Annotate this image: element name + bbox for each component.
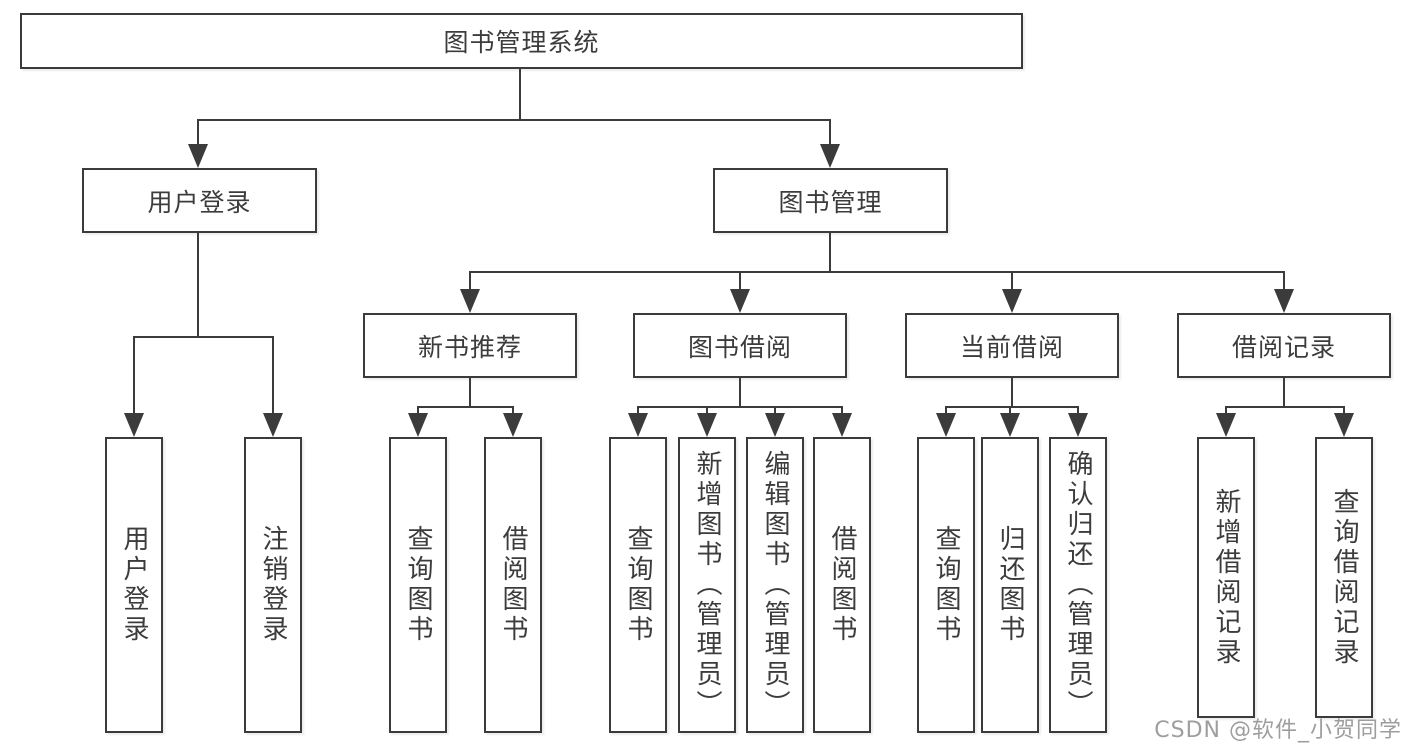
arrow-down-icon (1274, 289, 1294, 313)
leaf-borrow-book: 借阅图书 (813, 437, 871, 733)
connector-userlogin-vline (197, 233, 199, 338)
leaf-edit-book-admin: 编辑图书（管理员） (746, 437, 804, 733)
connector-stub-user-login (197, 119, 199, 146)
connector-stub (417, 406, 419, 416)
connector-cb-vline (1011, 378, 1013, 408)
arrow-down-icon (1334, 413, 1354, 437)
node-user-login: 用户登录 (82, 168, 317, 233)
arrow-down-icon (832, 413, 852, 437)
arrow-down-icon (765, 413, 785, 437)
connector-stub-book-management (829, 119, 831, 146)
connector-stub-book-borrow (739, 271, 741, 291)
node-borrow-records-label: 借阅记录 (1231, 332, 1336, 362)
connector-stub (1009, 406, 1011, 416)
csdn-watermark: CSDN @软件_小贺同学 (1154, 718, 1402, 743)
arrow-down-icon (460, 289, 480, 313)
connector-bb-vline (739, 378, 741, 408)
connector-bb-hline (637, 406, 843, 408)
node-new-book-recommend: 新书推荐 (363, 313, 577, 378)
leaf-query-borrow-record-label: 查询借阅记录 (1329, 487, 1359, 668)
arrow-down-icon (1216, 413, 1236, 437)
node-book-management-label: 图书管理 (778, 187, 883, 217)
node-root: 图书管理系统 (20, 13, 1023, 69)
arrow-down-icon (188, 144, 208, 168)
node-book-borrow-label: 图书借阅 (687, 332, 792, 362)
node-borrow-records: 借阅记录 (1177, 313, 1391, 378)
leaf-return-book-label: 归还图书 (995, 525, 1025, 645)
connector-stub (1343, 406, 1345, 416)
leaf-logout-label: 注销登录 (258, 525, 288, 645)
connector-stub (706, 406, 708, 416)
leaf-confirm-return-admin-label: 确认归还（管理员） (1063, 450, 1093, 720)
arrow-down-icon (936, 413, 956, 437)
arrow-down-icon (1002, 289, 1022, 313)
leaf-add-borrow-record-label: 新增借阅记录 (1211, 487, 1241, 668)
leaf-query-book-current-label: 查询图书 (931, 525, 961, 645)
connector-stub (841, 406, 843, 416)
arrow-down-icon (503, 413, 523, 437)
connector-stub-borrow-records (1283, 271, 1285, 291)
leaf-user-login: 用户登录 (105, 437, 163, 733)
node-user-login-label: 用户登录 (147, 187, 252, 217)
connector-stub (637, 406, 639, 416)
leaf-query-book-recommend: 查询图书 (389, 437, 447, 733)
connector-stub-new-book-recommend (469, 271, 471, 291)
arrow-down-icon (1068, 413, 1088, 437)
connector-stub-leaf-logout (272, 336, 274, 415)
connector-stub (1225, 406, 1227, 416)
connector-br-hline (1225, 406, 1345, 408)
connector-br-vline (1283, 378, 1285, 408)
connector-userlogin-hline (133, 336, 274, 338)
leaf-user-login-label: 用户登录 (119, 525, 149, 645)
leaf-query-book-borrow: 查询图书 (609, 437, 667, 733)
leaf-edit-book-admin-label: 编辑图书（管理员） (760, 450, 790, 720)
arrow-down-icon (1000, 413, 1020, 437)
arrow-down-icon (697, 413, 717, 437)
leaf-query-borrow-record: 查询借阅记录 (1315, 437, 1373, 718)
leaf-borrow-book-recommend-label: 借阅图书 (498, 525, 528, 645)
node-book-borrow: 图书借阅 (633, 313, 847, 378)
connector-bookmgmt-vline (829, 233, 831, 273)
node-root-label: 图书管理系统 (443, 28, 600, 57)
arrow-down-icon (628, 413, 648, 437)
connector-stub (1077, 406, 1079, 416)
leaf-add-book-admin: 新增图书（管理员） (678, 437, 736, 733)
arrow-down-icon (408, 413, 428, 437)
leaf-query-book-current: 查询图书 (917, 437, 975, 733)
leaf-query-book-borrow-label: 查询图书 (623, 525, 653, 645)
connector-cb-hline (945, 406, 1079, 408)
leaf-add-borrow-record: 新增借阅记录 (1197, 437, 1255, 718)
connector-nbr-vline (469, 378, 471, 408)
node-current-borrow-label: 当前借阅 (959, 332, 1064, 362)
arrow-down-icon (124, 413, 144, 437)
leaf-query-book-recommend-label: 查询图书 (403, 525, 433, 645)
node-book-management: 图书管理 (713, 168, 948, 233)
connector-stub-current-borrow (1011, 271, 1013, 291)
leaf-borrow-book-label: 借阅图书 (827, 525, 857, 645)
arrow-down-icon (820, 144, 840, 168)
connector-bookmgmt-hline (469, 271, 1285, 273)
connector-root-vline (519, 69, 521, 120)
leaf-return-book: 归还图书 (981, 437, 1039, 733)
leaf-confirm-return-admin: 确认归还（管理员） (1049, 437, 1107, 733)
connector-stub (774, 406, 776, 416)
connector-root-hline (197, 119, 831, 121)
connector-stub-leaf-user-login (133, 336, 135, 415)
connector-stub (945, 406, 947, 416)
leaf-add-book-admin-label: 新增图书（管理员） (692, 450, 722, 720)
leaf-borrow-book-recommend: 借阅图书 (484, 437, 542, 733)
node-new-book-recommend-label: 新书推荐 (417, 332, 522, 362)
arrow-down-icon (263, 413, 283, 437)
connector-nbr-hline (417, 406, 514, 408)
node-current-borrow: 当前借阅 (905, 313, 1119, 378)
connector-stub (512, 406, 514, 416)
leaf-logout: 注销登录 (244, 437, 302, 733)
arrow-down-icon (730, 289, 750, 313)
